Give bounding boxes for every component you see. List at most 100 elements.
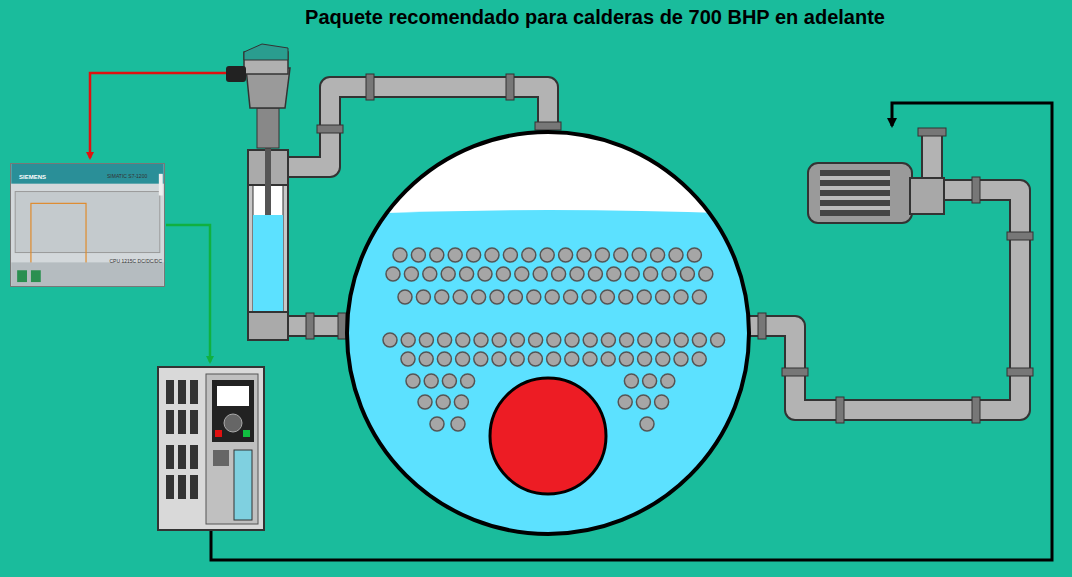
fire-tube <box>540 248 554 262</box>
fire-tube <box>643 374 657 388</box>
fire-tube <box>451 417 465 431</box>
fire-tube <box>460 267 474 281</box>
fire-tube <box>419 333 433 347</box>
fire-tube <box>522 248 536 262</box>
fire-tube <box>662 267 676 281</box>
fire-tube <box>565 352 579 366</box>
fire-tube <box>559 248 573 262</box>
signal-wire <box>90 73 232 158</box>
fire-tube <box>577 248 591 262</box>
variable-frequency-drive <box>158 367 264 530</box>
fire-tube <box>424 374 438 388</box>
fire-tube <box>411 248 425 262</box>
fire-tube <box>656 290 670 304</box>
fire-tube <box>588 267 602 281</box>
fire-tube <box>529 333 543 347</box>
fire-tube <box>448 248 462 262</box>
fire-tube <box>583 333 597 347</box>
furnace <box>490 378 606 494</box>
fire-tube <box>552 267 566 281</box>
fire-tube <box>565 333 579 347</box>
control-wire <box>166 225 210 362</box>
fire-tube <box>632 248 646 262</box>
fire-tube <box>461 374 475 388</box>
fire-tube <box>669 248 683 262</box>
fire-tube <box>474 333 488 347</box>
fire-tube <box>547 333 561 347</box>
fire-tube <box>692 290 706 304</box>
boiler-water <box>330 210 770 560</box>
fire-tube <box>640 417 654 431</box>
fire-tube <box>564 290 578 304</box>
fire-tube <box>454 395 468 409</box>
fire-tube <box>638 352 652 366</box>
fire-tube <box>435 290 449 304</box>
fire-tube <box>453 290 467 304</box>
fire-tube <box>515 267 529 281</box>
plc-box: SIEMENS SIMATIC S7-1200CPU 1215C DC/DC/DC <box>10 163 165 287</box>
fire-tube <box>674 352 688 366</box>
pump-motor <box>808 163 944 223</box>
fire-tube <box>547 352 561 366</box>
fire-tube <box>583 352 597 366</box>
plc-detail <box>11 164 164 286</box>
fire-tube <box>711 333 725 347</box>
fire-tube <box>680 267 694 281</box>
fire-tube <box>496 267 510 281</box>
fire-tube <box>619 352 633 366</box>
fire-tube <box>624 374 638 388</box>
fire-tube <box>510 352 524 366</box>
fire-tube <box>419 352 433 366</box>
fire-tube <box>492 333 506 347</box>
fire-tube <box>607 267 621 281</box>
fire-tube <box>472 290 486 304</box>
fire-tube <box>533 267 547 281</box>
fire-tube <box>437 352 451 366</box>
plc-label: CPU 1215C DC/DC/DC <box>109 258 162 264</box>
fire-tube <box>595 248 609 262</box>
fire-tube <box>438 333 452 347</box>
fire-tube <box>490 290 504 304</box>
fire-tube <box>656 352 670 366</box>
fire-tube <box>601 333 615 347</box>
fire-tube <box>416 290 430 304</box>
fire-tube <box>401 352 415 366</box>
fire-tube <box>386 267 400 281</box>
fire-tube <box>600 290 614 304</box>
fire-tube <box>398 290 412 304</box>
fire-tube <box>474 352 488 366</box>
fire-tube <box>456 333 470 347</box>
fire-tube <box>692 333 706 347</box>
fire-tube <box>467 248 481 262</box>
fire-tube <box>674 290 688 304</box>
fire-tube <box>406 374 420 388</box>
fire-tube <box>418 395 432 409</box>
fire-tube <box>430 248 444 262</box>
boiler-outline <box>347 132 749 534</box>
fire-tube <box>456 352 470 366</box>
fire-tube <box>401 333 415 347</box>
plc-label: SIMATIC S7-1200 <box>107 173 147 179</box>
fire-tube <box>492 352 506 366</box>
fire-tube <box>442 374 456 388</box>
fire-tube <box>545 290 559 304</box>
fire-tube <box>656 333 670 347</box>
fire-tube <box>638 333 652 347</box>
fire-tube <box>625 267 639 281</box>
fire-tube <box>644 267 658 281</box>
fire-tube <box>503 248 517 262</box>
fire-tube <box>436 395 450 409</box>
fire-tube <box>582 290 596 304</box>
fire-tube <box>485 248 499 262</box>
fire-tube <box>383 333 397 347</box>
fire-tube <box>661 374 675 388</box>
fire-tube <box>674 333 688 347</box>
diagram-title: Paquete recomendado para calderas de 700… <box>0 6 1072 29</box>
plc-label: SIEMENS <box>19 174 46 180</box>
fire-tube <box>692 352 706 366</box>
fire-tube <box>636 395 650 409</box>
fire-tube <box>527 290 541 304</box>
fire-tube <box>618 395 632 409</box>
fire-tube <box>393 248 407 262</box>
